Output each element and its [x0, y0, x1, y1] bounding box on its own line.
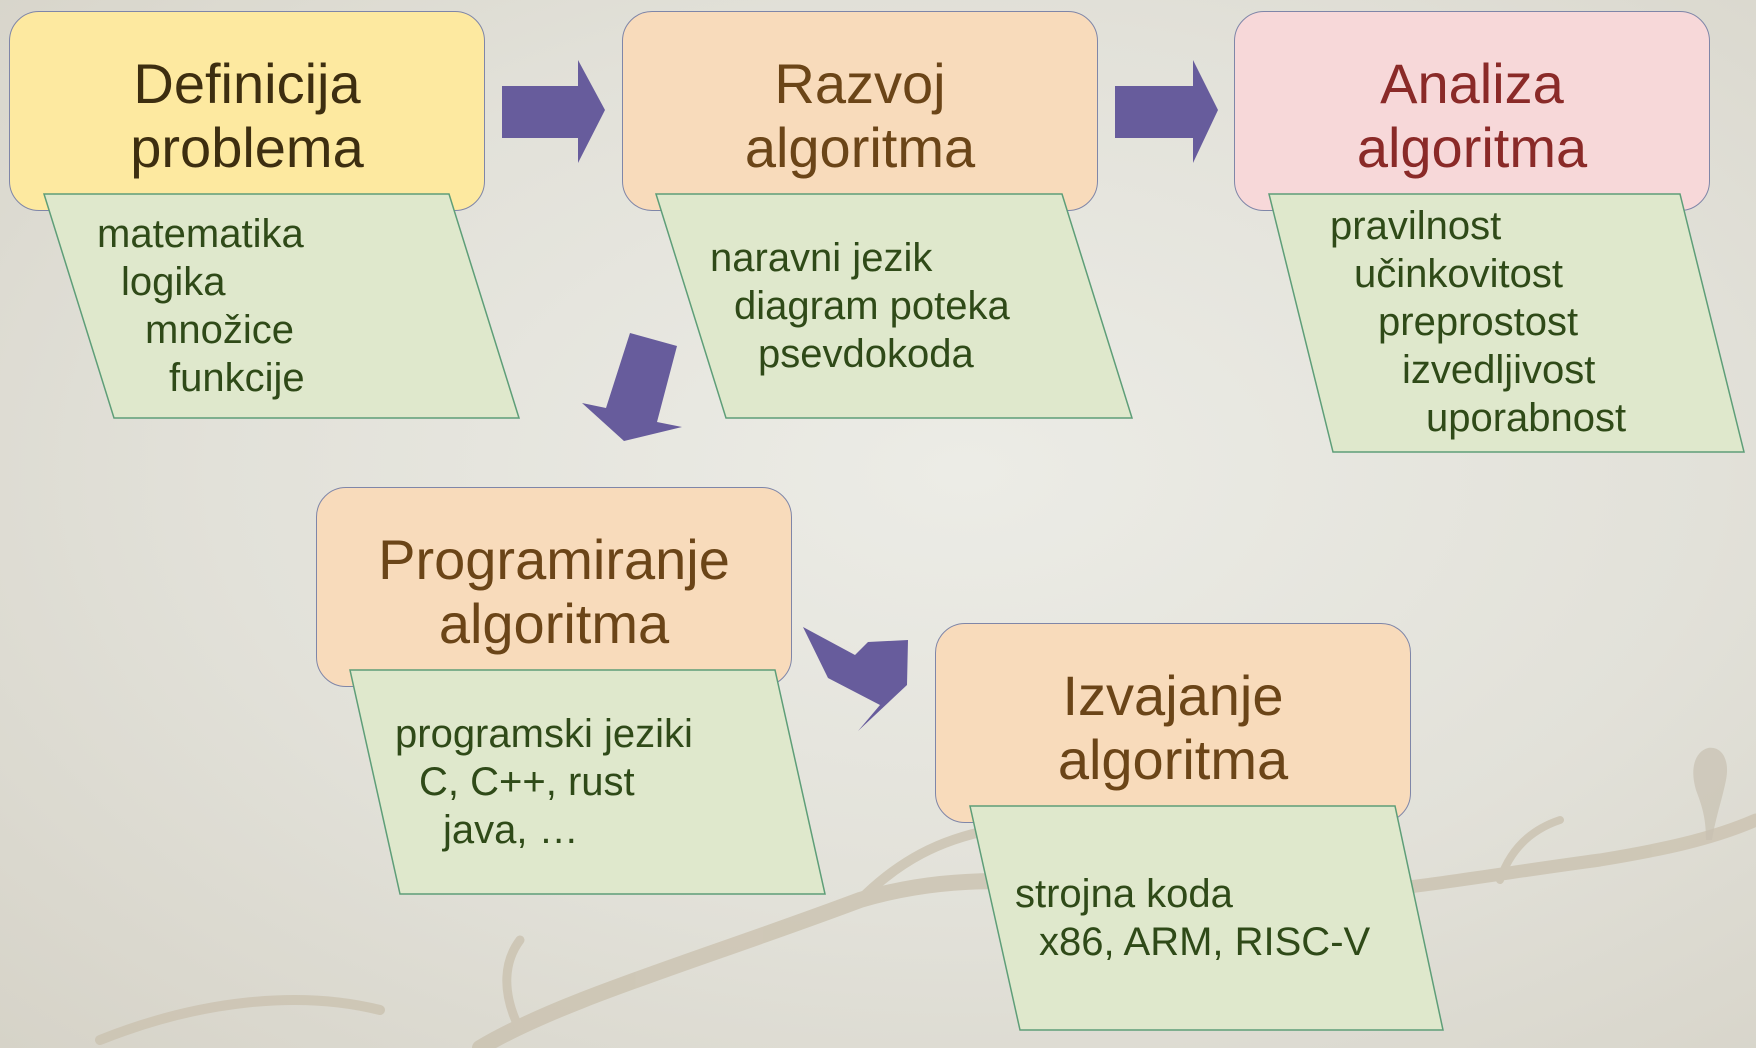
list-item: uporabnost — [1426, 396, 1627, 440]
list-item: učinkovitost — [1354, 252, 1563, 296]
list-izvajanje-algoritma: strojna koda x86, ARM, RISC-V — [1015, 870, 1370, 966]
step-box-razvoj-algoritma: Razvoj algoritma — [622, 11, 1098, 211]
list-item: izvedljivost — [1402, 348, 1596, 392]
list-item: strojna koda — [1015, 872, 1233, 916]
step-title-line: algoritma — [1057, 728, 1289, 791]
list-item: matematika — [97, 212, 304, 256]
step-title-line: algoritma — [744, 116, 976, 179]
step-title-line: algoritma — [1356, 116, 1588, 179]
list-item: naravni jezik — [710, 236, 933, 280]
list-item: množice — [145, 308, 294, 352]
list-analiza-algoritma: pravilnost učinkovitost preprostost izve… — [1330, 202, 1626, 442]
step-title-line: Definicija — [133, 52, 361, 115]
list-item: x86, ARM, RISC-V — [1039, 920, 1371, 964]
list-programiranje-algoritma: programski jeziki C, C++, rust java, … — [395, 710, 693, 854]
list-item: diagram poteka — [734, 284, 1010, 328]
step-box-programiranje-algoritma: Programiranje algoritma — [316, 487, 792, 687]
list-definicija-problema: matematika logika množice funkcije — [97, 210, 305, 402]
list-item: funkcije — [169, 356, 305, 400]
list-razvoj-algoritma: naravni jezik diagram poteka psevdokoda — [710, 234, 1010, 378]
step-box-analiza-algoritma: Analiza algoritma — [1234, 11, 1710, 211]
list-item: preprostost — [1378, 300, 1579, 344]
list-item: C, C++, rust — [419, 760, 635, 804]
step-title-line: problema — [130, 116, 364, 179]
list-item: programski jeziki — [395, 712, 693, 756]
list-item: java, … — [443, 808, 579, 852]
step-title-line: Programiranje — [378, 528, 730, 591]
list-item: psevdokoda — [758, 332, 974, 376]
step-title-line: Razvoj — [774, 52, 946, 115]
step-box-definicija-problema: Definicija problema — [9, 11, 485, 211]
step-title-line: algoritma — [438, 592, 670, 655]
step-box-izvajanje-algoritma: Izvajanje algoritma — [935, 623, 1411, 823]
step-title-line: Analiza — [1380, 52, 1564, 115]
list-item: logika — [121, 260, 226, 304]
list-item: pravilnost — [1330, 204, 1502, 248]
step-title-line: Izvajanje — [1062, 664, 1284, 727]
